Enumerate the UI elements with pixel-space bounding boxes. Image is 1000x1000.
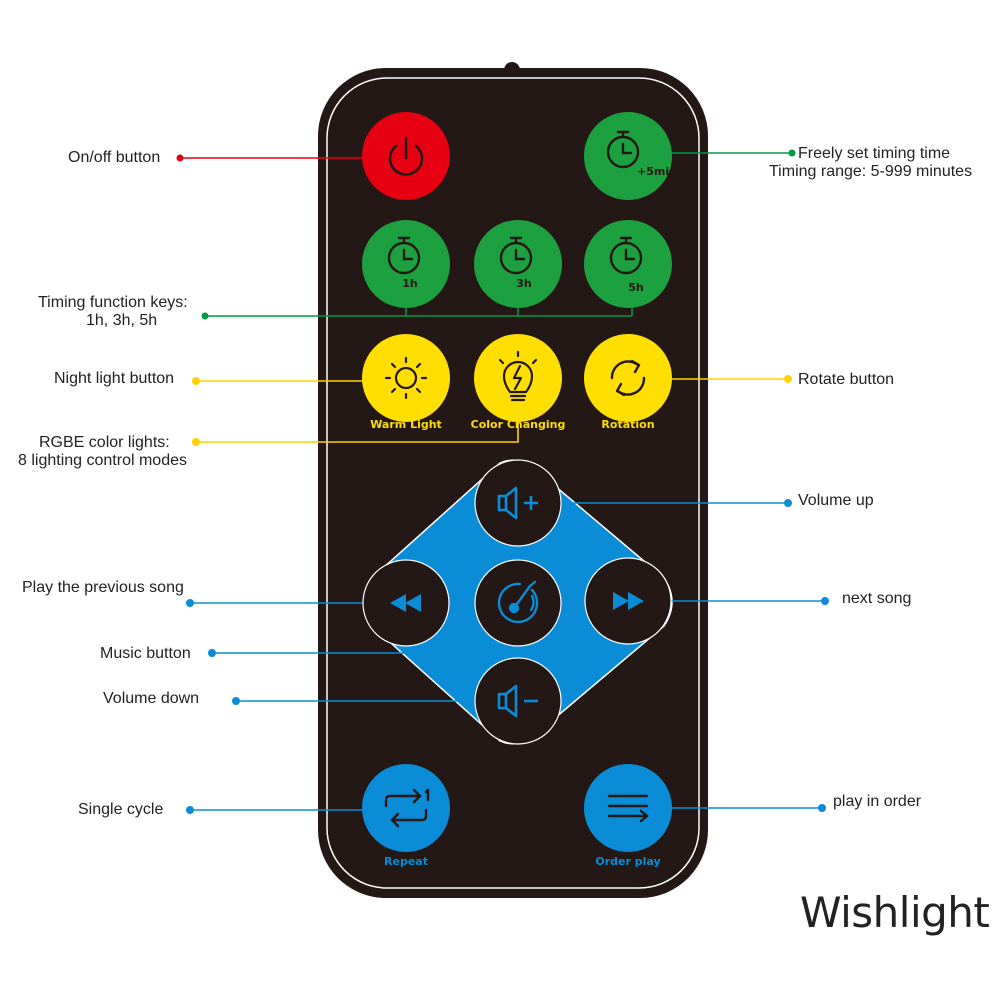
order-play-label: Order play — [595, 855, 660, 868]
color-changing-button[interactable] — [474, 334, 562, 422]
previous-song-button[interactable] — [362, 559, 450, 647]
label-rgbe-2: 8 lighting control modes — [18, 452, 187, 469]
speaker-minus-icon — [497, 684, 538, 718]
label-on-off: On/off button — [68, 149, 161, 166]
rotate-icon — [610, 359, 646, 397]
rotation-label: Rotation — [601, 418, 654, 431]
music-disc-icon — [497, 580, 539, 624]
order-play-button[interactable] — [584, 764, 672, 852]
label-timing-keys-2: 1h, 3h, 5h — [86, 312, 158, 329]
stopwatch-icon — [606, 130, 640, 169]
callout-dots — [176, 149, 829, 814]
brand-logo-text: Wishlight — [800, 888, 990, 937]
volume-up-button[interactable] — [474, 459, 562, 547]
next-song-button[interactable] — [584, 557, 672, 645]
power-button[interactable] — [362, 112, 450, 200]
label-single-cycle: Single cycle — [78, 801, 164, 818]
timer-5h-label: 5h — [628, 281, 644, 294]
timer-3h-button[interactable]: 3h — [474, 220, 562, 308]
repeat-button[interactable] — [362, 764, 450, 852]
timer-3h-label: 3h — [516, 277, 532, 290]
timer-5h-button[interactable]: 5h — [584, 220, 672, 308]
timer-plus-5min-button[interactable]: +5min — [584, 112, 677, 200]
stopwatch-icon — [499, 236, 533, 275]
timer-plus-label: +5min — [637, 165, 677, 178]
warm-light-button[interactable] — [362, 334, 450, 422]
label-next-song: next song — [842, 590, 912, 607]
volume-down-button[interactable] — [474, 657, 562, 745]
label-timing-keys-1: Timing function keys: — [38, 294, 188, 311]
rotation-button[interactable] — [584, 334, 672, 422]
stopwatch-icon — [387, 236, 421, 275]
speaker-plus-icon — [497, 486, 538, 520]
lightbulb-icon — [498, 350, 538, 402]
rewind-icon — [390, 594, 421, 612]
label-night-light: Night light button — [54, 370, 175, 387]
repeat-one-icon — [384, 788, 430, 828]
music-button[interactable] — [474, 559, 562, 647]
stopwatch-icon — [609, 236, 643, 275]
fast-forward-icon — [613, 592, 644, 610]
label-timing-set-2: Timing range: 5-999 minutes — [769, 163, 973, 180]
label-timing-set-1: Freely set timing time — [798, 145, 951, 162]
label-play-in-order: play in order — [833, 793, 922, 810]
repeat-label: Repeat — [384, 855, 428, 868]
label-music: Music button — [100, 645, 191, 662]
label-volume-up: Volume up — [798, 492, 874, 509]
timer-1h-label: 1h — [402, 277, 418, 290]
timer-1h-button[interactable]: 1h — [362, 220, 450, 308]
warm-light-label: Warm Light — [370, 418, 442, 431]
power-icon — [388, 136, 424, 176]
label-volume-down: Volume down — [103, 690, 200, 707]
sun-icon — [384, 356, 428, 400]
label-rotate: Rotate button — [798, 371, 895, 388]
label-previous-song: Play the previous song — [22, 579, 184, 596]
list-order-icon — [607, 794, 649, 823]
color-changing-label: Color Changing — [471, 418, 566, 431]
label-rgbe-1: RGBE color lights: — [39, 434, 170, 451]
